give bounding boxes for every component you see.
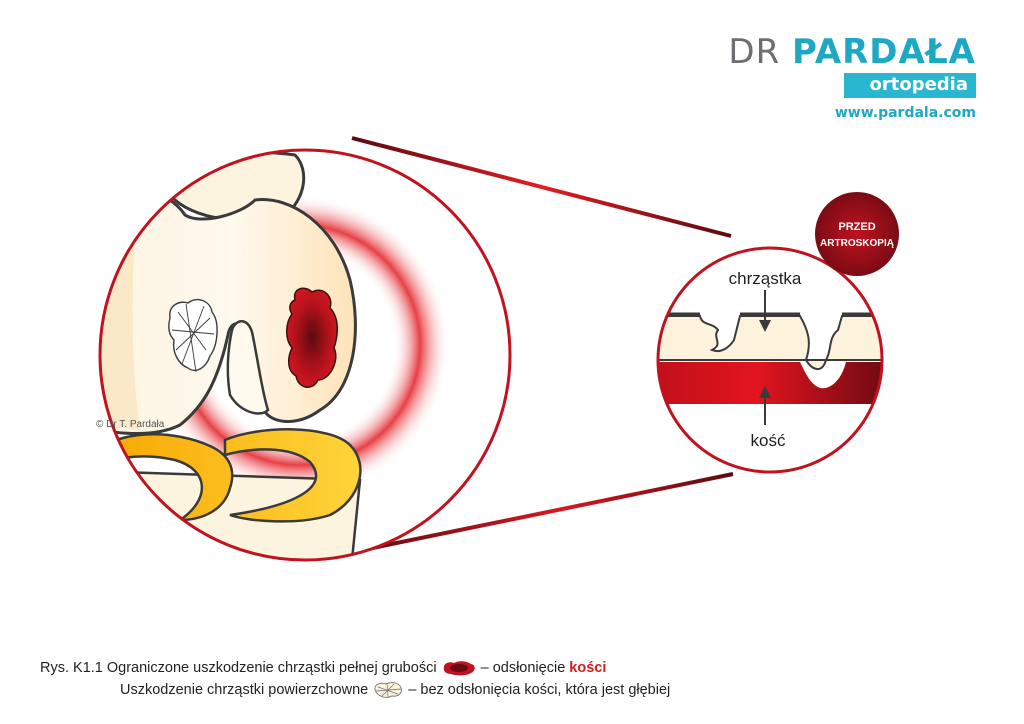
brand-subtitle: ortopedia [844,73,976,98]
superficial-lesion-icon [374,682,403,698]
femur-condyles [100,188,357,435]
cartilage-label: chrząstka [729,269,802,288]
before-arthroscopy-badge: PRZED ARTROSKOPIĄ [815,192,899,276]
brand-title-light: DR [728,32,793,72]
cartilage-layer [658,315,882,370]
zoom-circle-small [656,246,884,474]
caption-line-1: Rys. K1.1 Ograniczone uszkodzenie chrząs… [40,657,670,679]
zoom-connector-bottom [347,472,734,555]
caption-line-2: Uszkodzenie chrząstki powierzchowne – be… [40,679,670,701]
caption-line1-mid: – odsłonięcie [480,660,566,676]
knee-closeup [100,150,510,560]
brand-title: DR PARDAŁA [728,34,976,70]
brand-url[interactable]: www.pardala.com [834,105,976,121]
superficial-lesion [168,298,218,373]
bone-label: kość [751,431,786,450]
cartilage-cross-section [658,248,882,472]
meniscus [100,428,362,523]
bone-layer [658,362,882,404]
caption-line1-prefix: Rys. K1.1 Ograniczone uszkodzenie chrząs… [40,660,437,676]
caption-line2-text: Uszkodzenie chrząstki powierzchowne [120,682,369,698]
cartilage-arrow [759,290,771,332]
brand-logo: DR PARDAŁA ortopedia www.pardala.com [728,34,976,121]
zoom-connector-top [351,136,732,238]
figure-caption: Rys. K1.1 Ograniczone uszkodzenie chrząs… [40,657,670,701]
full-thickness-lesion [286,287,338,388]
zoom-circle-large [98,148,512,562]
copyright-label: © Dr T. Pardała [96,419,165,430]
brand-title-bold: PARDAŁA [792,32,976,72]
caption-line1-emphasis: kości [569,660,607,676]
badge-line1: PRZED [838,221,875,233]
badge-line2: ARTROSKOPIĄ [820,238,894,249]
bone-arrow [759,386,771,425]
caption-line2-suffix: – bez odsłonięcia kości, która jest głęb… [408,682,671,698]
full-thickness-lesion-icon [443,661,475,676]
